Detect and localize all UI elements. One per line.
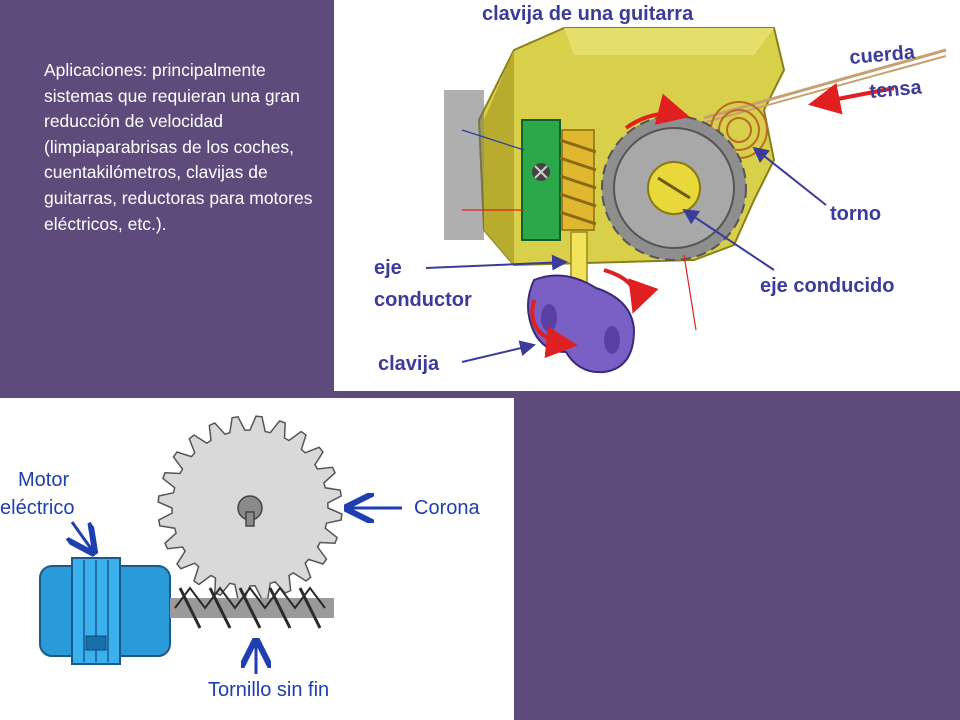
label-corona: Corona (414, 497, 480, 519)
clavija-arrow (461, 340, 536, 363)
label-clavija: clavija (378, 353, 440, 375)
peg-knob (527, 274, 636, 374)
worm-screw (170, 586, 334, 629)
torno-arrow (752, 146, 827, 206)
applications-text: Aplicaciones: principalmente sistemas qu… (44, 60, 313, 234)
label-motor-1: Motor (18, 469, 69, 491)
worm-gear-svg: Motor eléctrico Corona Tornillo sin fin (0, 415, 480, 701)
label-torno: torno (830, 203, 881, 225)
tension-arrow (808, 82, 895, 115)
electric-motor (39, 557, 171, 665)
crown-gear-keyway (245, 511, 255, 527)
eje-conductor-arrow (425, 254, 568, 271)
worm-gear-diagram: Motor eléctrico Corona Tornillo sin fin (0, 398, 514, 720)
label-eje-conducido: eje conducido (760, 275, 894, 297)
label-tensa: tensa (869, 76, 924, 103)
motor-arrow (72, 521, 92, 550)
guitar-peg-diagram: clavija de una guitarra (334, 0, 960, 391)
peg-rotation-arrow-1 (603, 268, 659, 314)
worm-screw (559, 129, 597, 231)
label-cuerda: cuerda (849, 41, 917, 69)
gear-rotation-arrow (624, 93, 690, 130)
guitar-peg-svg: clavija de una guitarra (374, 3, 947, 375)
label-eje-conductor-1: eje (374, 257, 402, 279)
guitar-title: clavija de una guitarra (482, 3, 694, 25)
crown-gear (157, 415, 343, 601)
eje-conducido-arrow (682, 208, 775, 271)
label-tornillo: Tornillo sin fin (208, 679, 329, 701)
label-eje-conductor-2: conductor (374, 289, 472, 311)
driven-gear (601, 115, 747, 261)
peg-rotation-arrow-2 (530, 299, 578, 359)
label-motor-2: eléctrico (0, 497, 74, 519)
